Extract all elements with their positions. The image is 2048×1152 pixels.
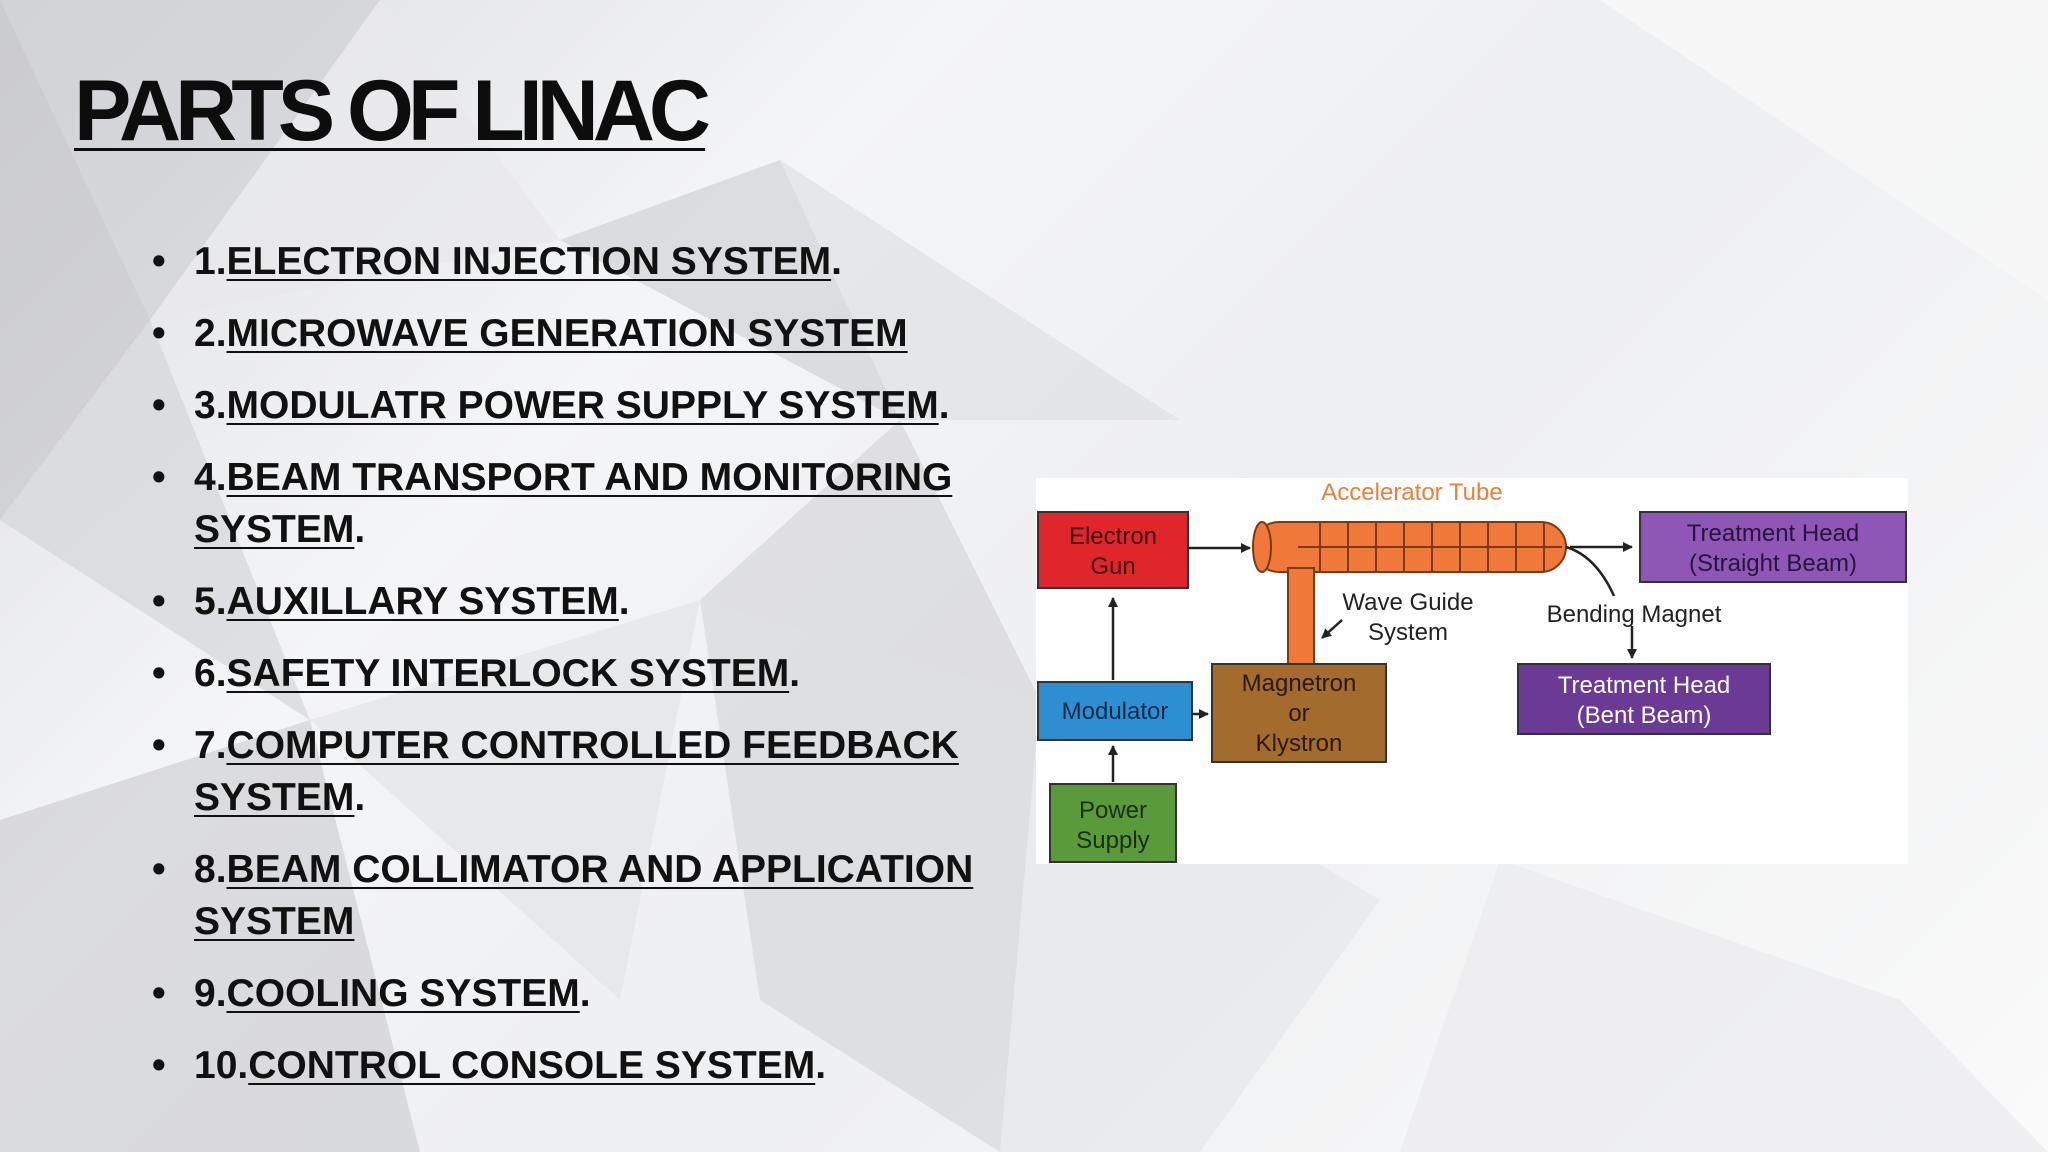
list-item: • 3.MODULATR POWER SUPPLY SYSTEM. xyxy=(152,380,1012,432)
wave-guide-label-line2: System xyxy=(1368,619,1448,646)
list-item: • 6.SAFETY INTERLOCK SYSTEM. xyxy=(152,648,1012,700)
item-suffix: . xyxy=(938,384,950,427)
list-item: • 1.ELECTRON INJECTION SYSTEM. xyxy=(152,236,1012,288)
magnetron-box: Magnetron or Klystron xyxy=(1211,663,1387,763)
treatment-head-straight-box: Treatment Head (Straight Beam) xyxy=(1639,511,1907,583)
item-number: 5. xyxy=(194,580,227,623)
list-item: • 10.CONTROL CONSOLE SYSTEM. xyxy=(152,1040,1012,1092)
bullet-glyph: • xyxy=(152,384,166,427)
item-number: 9. xyxy=(194,972,227,1015)
power-supply-label-line2: Supply xyxy=(1076,827,1149,854)
item-number: 2. xyxy=(194,312,227,355)
list-item: • 4.BEAM TRANSPORT AND MONITORING SYSTEM. xyxy=(152,452,1012,556)
modulator-box: Modulator xyxy=(1037,681,1193,741)
treatment-head-bent-box: Treatment Head (Bent Beam) xyxy=(1517,663,1771,735)
bullet-glyph: • xyxy=(152,972,166,1015)
treatment-head-straight-line1: Treatment Head xyxy=(1687,520,1860,547)
list-item: • 2.MICROWAVE GENERATION SYSTEM xyxy=(152,308,1012,360)
bullet-glyph: • xyxy=(152,312,166,355)
bullet-glyph: • xyxy=(152,652,166,695)
magnetron-label-line3: Klystron xyxy=(1256,730,1343,757)
treatment-head-bent-line1: Treatment Head xyxy=(1558,672,1731,699)
treatment-head-bent-line2: (Bent Beam) xyxy=(1577,702,1712,729)
bullet-glyph: • xyxy=(152,580,166,623)
power-supply-label-line1: Power xyxy=(1079,797,1147,824)
item-text: SAFETY INTERLOCK SYSTEM xyxy=(226,652,790,695)
electron-gun-label-line1: Electron xyxy=(1069,523,1157,550)
list-item: • 7.COMPUTER CONTROLLED FEEDBACK SYSTEM. xyxy=(152,720,1012,824)
linac-diagram: Accelerator Tube xyxy=(1036,478,1908,864)
item-number: 6. xyxy=(194,652,227,695)
item-text: BEAM COLLIMATOR AND APPLICATION SYSTEM xyxy=(194,848,974,943)
bullet-glyph: • xyxy=(152,724,166,767)
magnetron-label-line1: Magnetron xyxy=(1242,670,1357,697)
item-text: MICROWAVE GENERATION SYSTEM xyxy=(226,312,908,355)
accelerator-tube-label: Accelerator Tube xyxy=(1321,479,1502,506)
item-suffix: . xyxy=(831,240,842,283)
slide-title: PARTS OF LINAC xyxy=(74,63,711,159)
wave-guide-label-line1: Wave Guide xyxy=(1342,589,1473,616)
item-suffix: . xyxy=(354,776,366,819)
item-number: 8. xyxy=(194,848,227,891)
item-text: BEAM TRANSPORT AND MONITORING SYSTEM xyxy=(194,456,953,551)
list-item: • 5.AUXILLARY SYSTEM. xyxy=(152,576,1012,628)
item-text: AUXILLARY SYSTEM xyxy=(226,580,619,623)
modulator-label: Modulator xyxy=(1062,698,1169,725)
bullet-glyph: • xyxy=(152,1044,166,1087)
item-number: 1. xyxy=(194,240,227,283)
item-suffix: . xyxy=(815,1044,827,1087)
item-suffix: . xyxy=(789,652,801,695)
item-text: COOLING SYSTEM xyxy=(226,972,580,1015)
parts-list: • 1.ELECTRON INJECTION SYSTEM. • 2.MICROWA… xyxy=(152,236,1012,1112)
bullet-glyph: • xyxy=(152,456,166,499)
item-text: COMPUTER CONTROLLED FEEDBACK SYSTEM xyxy=(194,724,959,819)
bending-magnet-label: Bending Magnet xyxy=(1547,601,1722,628)
bullet-glyph: • xyxy=(152,240,166,283)
item-text: ELECTRON INJECTION SYSTEM xyxy=(226,240,832,283)
item-text: MODULATR POWER SUPPLY SYSTEM xyxy=(226,384,939,427)
item-text: CONTROL CONSOLE SYSTEM xyxy=(248,1044,816,1087)
electron-gun-label-line2: Gun xyxy=(1090,553,1135,580)
item-number: 7. xyxy=(194,724,227,767)
item-number: 4. xyxy=(194,456,227,499)
electron-gun-box: Electron Gun xyxy=(1037,511,1189,589)
list-item: • 9.COOLING SYSTEM. xyxy=(152,968,1012,1020)
item-suffix: . xyxy=(354,508,366,551)
item-number: 10. xyxy=(194,1044,249,1087)
diagram-arrows xyxy=(1108,542,1637,782)
treatment-head-straight-line2: (Straight Beam) xyxy=(1689,550,1857,577)
item-suffix: . xyxy=(618,580,630,623)
item-suffix: . xyxy=(579,972,591,1015)
bullet-glyph: • xyxy=(152,848,166,891)
item-number: 3. xyxy=(194,384,227,427)
power-supply-box: Power Supply xyxy=(1049,783,1177,863)
list-item: • 8.BEAM COLLIMATOR AND APPLICATION SYSTE… xyxy=(152,844,1012,948)
linac-diagram-svg: Accelerator Tube xyxy=(1037,479,1907,863)
magnetron-label-line2: or xyxy=(1288,700,1309,727)
